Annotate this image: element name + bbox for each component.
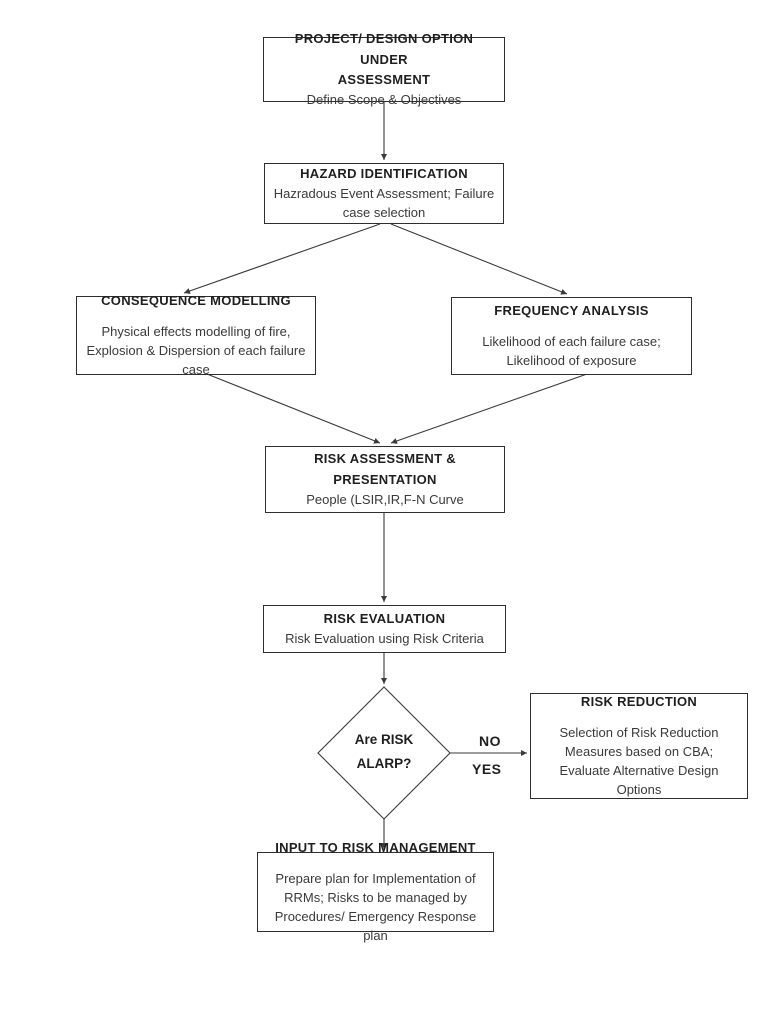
node-input: INPUT TO RISK MANAGEMENT Prepare plan fo… xyxy=(257,840,494,943)
node-reduction-title: RISK REDUCTION xyxy=(580,694,698,710)
node-consequence-body: Physical effects modelling of fire, Expl… xyxy=(86,324,306,377)
node-consequence-title: CONSEQUENCE MODELLING xyxy=(101,293,291,309)
edge-label-yes: YES xyxy=(472,761,502,777)
node-assessment-title: RISK ASSESSMENT & PRESENTATION xyxy=(314,451,456,488)
node-evaluation: RISK EVALUATION Risk Evaluation using Ri… xyxy=(263,605,506,653)
edge-consequence-assessment xyxy=(206,373,381,444)
node-hazard-body: Hazradous Event Assessment; Failure case… xyxy=(273,186,495,220)
decision-diamond xyxy=(317,686,451,820)
node-reduction: RISK REDUCTION Selection of Risk Reducti… xyxy=(530,693,748,799)
node-reduction-body: Selection of Risk Reduction Measures bas… xyxy=(559,725,719,797)
node-project-title: PROJECT/ DESIGN OPTION UNDER ASSESSMENT xyxy=(294,30,474,88)
node-frequency: FREQUENCY ANALYSIS Likelihood of each fa… xyxy=(451,297,692,375)
node-input-title: INPUT TO RISK MANAGEMENT xyxy=(275,840,476,856)
node-assessment: RISK ASSESSMENT & PRESENTATION People (L… xyxy=(265,446,505,513)
node-input-body: Prepare plan for Implementation of RRMs;… xyxy=(274,871,477,943)
edge-hazard-frequency xyxy=(390,223,568,295)
node-evaluation-title: RISK EVALUATION xyxy=(323,611,446,627)
node-hazard: HAZARD IDENTIFICATION Hazradous Event As… xyxy=(264,163,504,224)
node-consequence: CONSEQUENCE MODELLING Physical effects m… xyxy=(76,293,316,377)
node-decision-title: Are RISK ALARP? xyxy=(354,732,414,772)
node-assessment-body: People (LSIR,IR,F-N Curve xyxy=(306,491,464,507)
node-project-body: Define Scope & Objectives xyxy=(306,92,462,108)
node-frequency-title: FREQUENCY ANALYSIS xyxy=(494,303,649,319)
edge-frequency-assessment xyxy=(390,373,588,444)
edge-label-no: NO xyxy=(479,733,501,749)
node-frequency-body: Likelihood of each failure case; Likelih… xyxy=(482,334,661,368)
edge-hazard-consequence xyxy=(183,223,381,294)
node-evaluation-body: Risk Evaluation using Risk Criteria xyxy=(285,630,484,646)
node-project: PROJECT/ DESIGN OPTION UNDER ASSESSMENT … xyxy=(263,31,505,107)
node-hazard-title: HAZARD IDENTIFICATION xyxy=(300,166,468,182)
